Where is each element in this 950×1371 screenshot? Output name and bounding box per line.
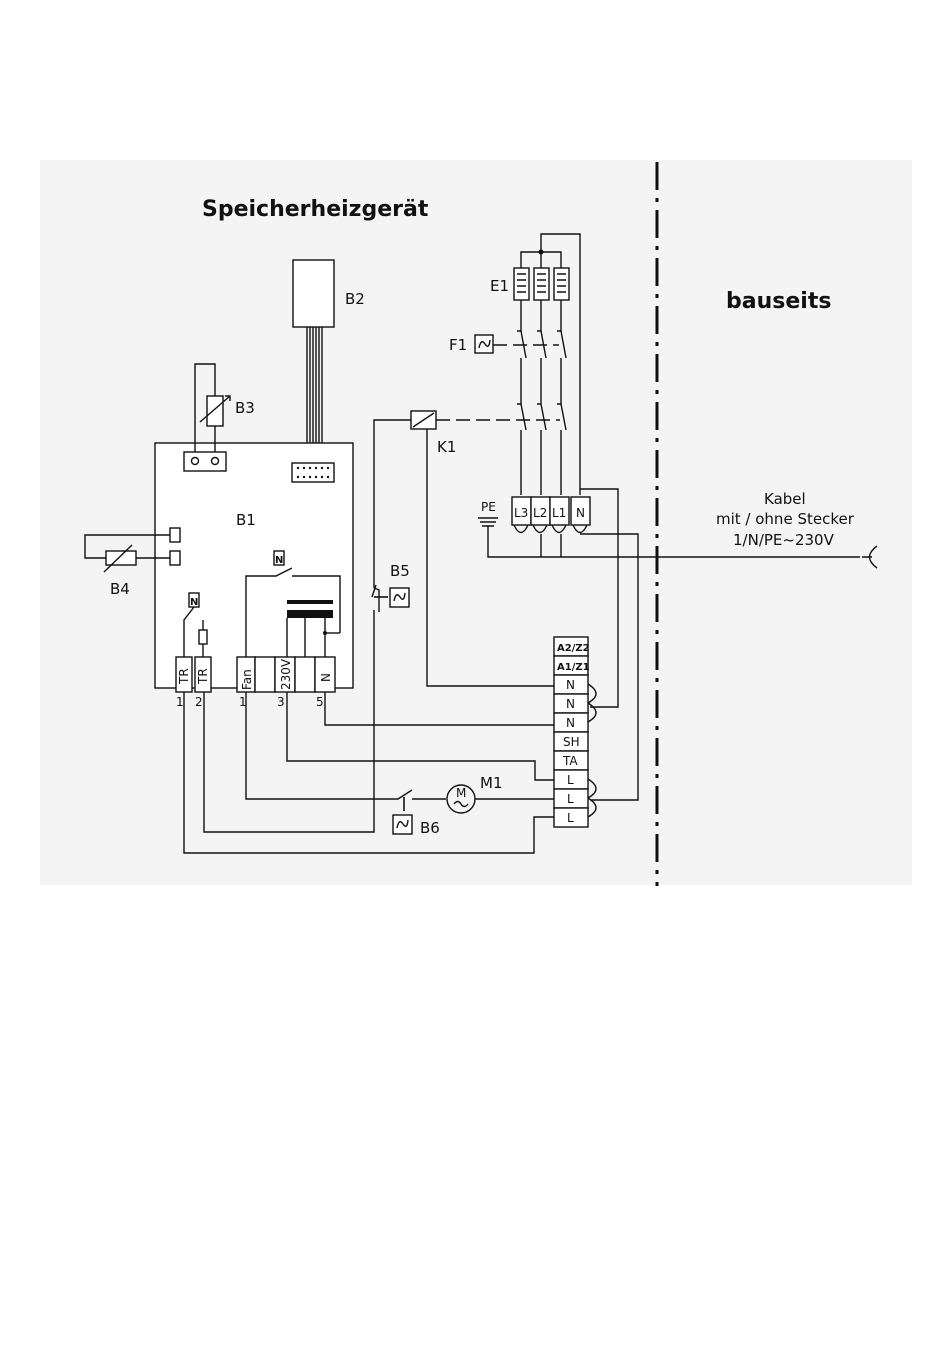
tr-resistor (199, 630, 207, 644)
b1-pin-number: 1 (176, 695, 184, 709)
b1-terminal-label: TR (196, 668, 210, 685)
b1-terminal-label: Fan (240, 669, 254, 690)
heater-element (514, 268, 529, 300)
pe-label: PE (481, 500, 496, 514)
transformer-core (287, 610, 333, 618)
b3-sensor (207, 396, 223, 426)
cable-label-line3: 1/N/PE~230V (733, 531, 835, 549)
transformer-core (287, 600, 333, 604)
b2-connector (292, 463, 334, 482)
main-terminal-label: L2 (533, 506, 547, 520)
strip-terminal-label: L (567, 773, 574, 787)
b3-label: B3 (235, 399, 255, 417)
strip-terminal-label: L (567, 811, 574, 825)
strip-terminal-label: SH (563, 735, 580, 749)
device-title: Speicherheizgerät (202, 197, 429, 222)
b3-connector (184, 452, 226, 471)
b4-sensor (106, 551, 136, 565)
b4-terminal-lower (170, 551, 180, 565)
b1-pin-number: 3 (277, 695, 285, 709)
b1-terminal (255, 657, 275, 692)
b2-label: B2 (345, 290, 365, 308)
strip-terminal-label: N (566, 697, 575, 711)
b1-terminal (295, 657, 315, 692)
f1-limiter (475, 335, 493, 353)
motor-symbol: M (456, 786, 466, 800)
cable-label-line2: mit / ohne Stecker (716, 510, 855, 528)
strip-terminal-label: L (567, 792, 574, 806)
strip-terminal-label: N (566, 716, 575, 730)
b1-terminal-label: N (319, 673, 333, 682)
b1-terminal-label: TR (177, 668, 191, 685)
b4-label: B4 (110, 580, 130, 598)
b2-sensor (293, 260, 334, 327)
main-terminal-label: L3 (514, 506, 528, 520)
relay-n-label: N (190, 597, 198, 608)
m1-label: M1 (480, 774, 503, 792)
b6-label: B6 (420, 819, 440, 837)
b1-pin-number: 2 (195, 695, 203, 709)
b1-terminal-label: 230V (279, 658, 293, 690)
main-terminal-label: L1 (552, 506, 566, 520)
b5-label: B5 (390, 562, 410, 580)
strip-terminal-label: N (566, 678, 575, 692)
strip-terminal-label: A2/Z2 (557, 643, 590, 654)
main-terminal-label: N (576, 506, 585, 520)
b1-pin-number: 5 (316, 695, 324, 709)
b4-terminal-upper (170, 528, 180, 542)
fan-relay-n-label: N (275, 555, 283, 566)
strip-terminal-label: A1/Z1 (557, 662, 590, 673)
k1-label: K1 (437, 438, 456, 456)
strip-terminal-label: TA (562, 754, 578, 768)
heater-element (554, 268, 569, 300)
heater-element (534, 268, 549, 300)
b1-label: B1 (236, 511, 256, 529)
e1-label: E1 (490, 277, 509, 295)
cable-label-line1: Kabel (764, 490, 806, 508)
site-title: bauseits (726, 289, 831, 314)
f1-label: F1 (449, 336, 467, 354)
